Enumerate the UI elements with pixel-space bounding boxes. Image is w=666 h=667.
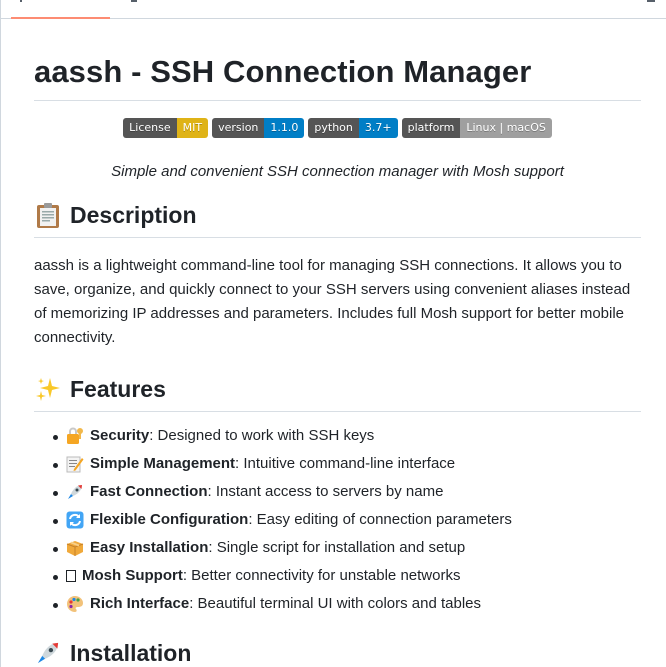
version-badge[interactable]: version 1.1.0 (212, 118, 305, 138)
license-badge[interactable]: License MIT (123, 118, 209, 138)
clipboard-icon (34, 201, 62, 229)
description-paragraph: aassh is a lightweight command-line tool… (34, 257, 631, 346)
tab-preview[interactable] (11, 0, 110, 19)
list-item: Flexible Configuration: Easy editing of … (53, 510, 641, 530)
feature-text: : Intuitive command-line interface (235, 455, 456, 472)
badge-value: 3.7+ (358, 118, 398, 138)
code-icon (131, 0, 137, 2)
feature-text: : Designed to work with SSH keys (149, 427, 375, 444)
rocket-icon (66, 483, 84, 501)
feature-text: : Easy editing of connection parameters (248, 511, 512, 528)
list-item: Security: Designed to work with SSH keys (53, 426, 641, 446)
badge-label: version (212, 118, 265, 138)
palette-icon (66, 595, 84, 613)
feature-text: : Single script for installation and set… (208, 539, 466, 556)
feature-title: Easy Installation (90, 539, 209, 556)
tagline: Simple and convenient SSH connection man… (111, 163, 564, 180)
feature-text: : Beautiful terminal UI with colors and … (189, 595, 482, 612)
badge-row: License MIT version 1.1.0 python 3.7+ pl… (34, 118, 641, 138)
feature-text: : Instant access to servers by name (207, 483, 444, 500)
section-heading-installation: Installation (34, 638, 641, 667)
lock-key-icon (66, 427, 84, 445)
feature-title: Simple Management (90, 455, 236, 472)
platform-badge[interactable]: platform Linux | macOS (401, 118, 552, 138)
readme-content: aassh - SSH Connection Manager License M… (34, 19, 641, 667)
list-item: Easy Installation: Single script for ins… (53, 538, 641, 558)
outline-menu-icon[interactable] (647, 0, 655, 2)
feature-title: Fast Connection (90, 483, 208, 500)
page-title: aassh - SSH Connection Manager (34, 54, 641, 101)
rocket-icon (34, 639, 62, 667)
section-heading-text: Installation (70, 640, 192, 666)
feature-title: Rich Interface (90, 595, 190, 612)
section-heading-description: Description (34, 200, 641, 238)
package-icon (66, 539, 84, 557)
features-list: Security: Designed to work with SSH keys… (34, 426, 641, 614)
active-tab-underline (11, 17, 110, 19)
badge-label: platform (401, 118, 461, 138)
tab-code[interactable] (121, 0, 181, 18)
section-heading-features: Features (34, 374, 641, 412)
feature-title: Security (90, 427, 150, 444)
sparkles-icon (34, 375, 62, 403)
badge-value: MIT (176, 118, 209, 138)
list-item: Simple Management: Intuitive command-lin… (53, 454, 641, 474)
badge-label: python (308, 118, 359, 138)
section-heading-text: Features (70, 376, 166, 402)
missing-glyph-icon (66, 570, 76, 582)
list-item: Mosh Support: Better connectivity for un… (53, 566, 641, 586)
feature-text: : Better connectivity for unstable netwo… (182, 567, 461, 584)
feature-title: Mosh Support (82, 567, 183, 584)
list-item: Rich Interface: Beautiful terminal UI wi… (53, 594, 641, 614)
file-tab-bar (1, 0, 666, 19)
memo-icon (66, 455, 84, 473)
python-badge[interactable]: python 3.7+ (308, 118, 398, 138)
section-heading-text: Description (70, 202, 197, 228)
preview-icon (20, 0, 22, 2)
badge-value: Linux | macOS (460, 118, 552, 138)
badge-label: License (123, 118, 177, 138)
feature-title: Flexible Configuration (90, 511, 249, 528)
badge-value: 1.1.0 (264, 118, 305, 138)
refresh-arrows-icon (66, 511, 84, 529)
list-item: Fast Connection: Instant access to serve… (53, 482, 641, 502)
